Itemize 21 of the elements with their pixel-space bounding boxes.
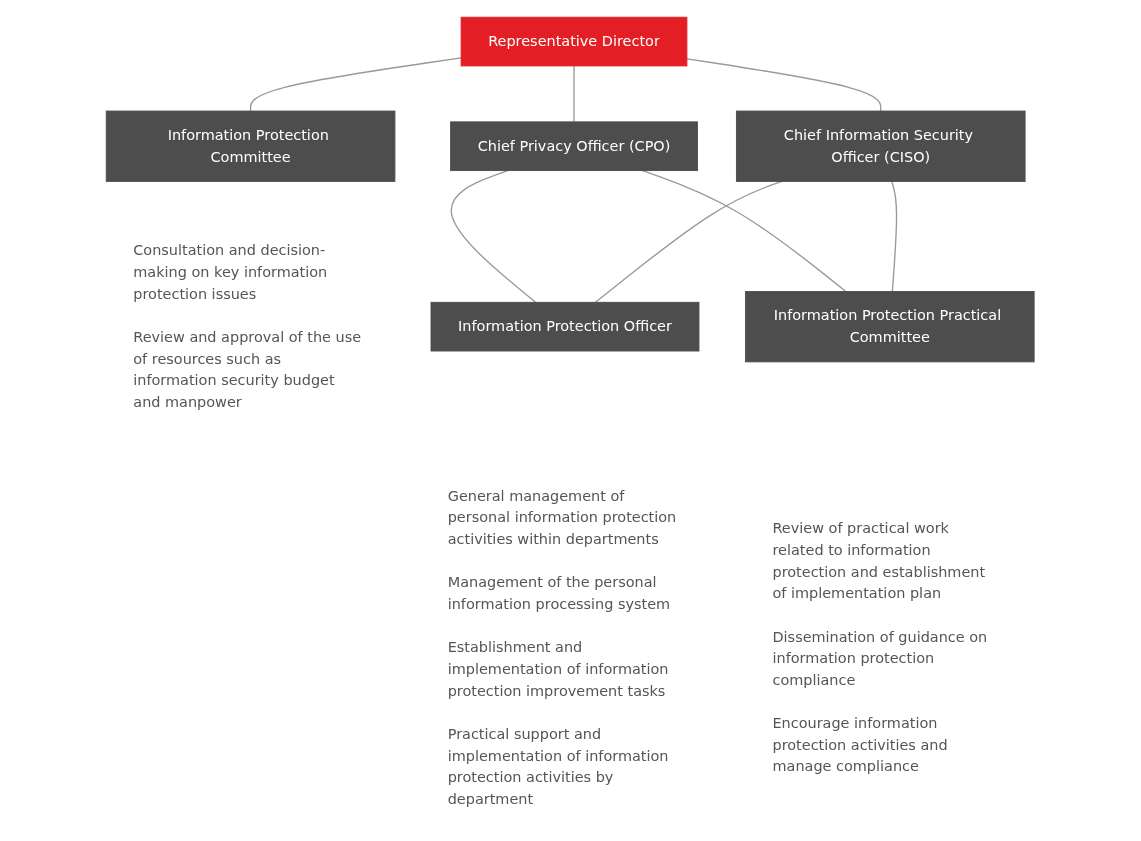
node-label: Review and approval of the use of resources such as information security budget and manpower xyxy=(133,328,362,411)
node-label: Review of practical work related to information protection and establishment of implementation plan xyxy=(772,519,986,602)
connector xyxy=(573,65,575,123)
connector xyxy=(450,169,537,303)
node-box: Information Protection Committee xyxy=(106,110,396,182)
node-box: Chief Information Security Officer (CISO) xyxy=(736,110,1026,182)
connector xyxy=(891,180,898,293)
node-label: Consultation and decision-making on key information protection issues xyxy=(133,241,328,303)
connector xyxy=(250,57,463,112)
node-box: Representative Director xyxy=(461,16,688,67)
node-label: Practical support and implementation of information protection activities by department xyxy=(448,725,669,808)
connector xyxy=(686,58,882,112)
node-box: Information Protection Practical Committee xyxy=(745,291,1035,363)
node-label: Encourage information protection activities and manage compliance xyxy=(772,714,948,776)
node-label: Dissemination of guidance on information protection compliance xyxy=(772,627,988,689)
node-label: General management of personal information protection activities within departments xyxy=(448,487,677,548)
connector xyxy=(642,169,847,293)
node-label: Management of the personal information processing system xyxy=(448,573,671,613)
node-label: Establishment and implementation of information protection improvement tasks xyxy=(448,638,669,700)
node-box: Information Protection Officer xyxy=(430,301,700,352)
node-box: Chief Privacy Officer (CPO) xyxy=(450,121,699,172)
